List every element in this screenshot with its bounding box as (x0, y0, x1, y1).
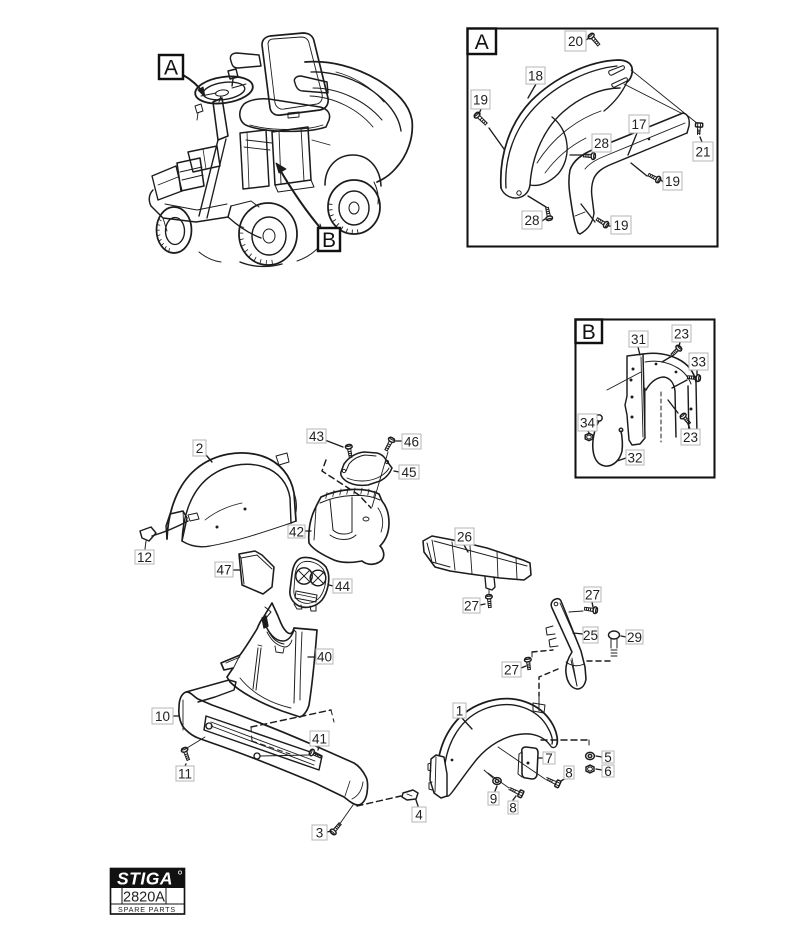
svg-text:23: 23 (683, 430, 698, 445)
svg-text:25: 25 (583, 628, 598, 643)
svg-text:19: 19 (613, 218, 628, 233)
svg-text:9: 9 (490, 791, 498, 806)
svg-text:28: 28 (594, 136, 609, 151)
svg-text:10: 10 (155, 709, 170, 724)
svg-text:8: 8 (565, 765, 573, 780)
svg-text:STIGA: STIGA (117, 869, 173, 889)
svg-text:43: 43 (309, 429, 324, 444)
svg-text:12: 12 (137, 550, 152, 565)
svg-text:7: 7 (545, 751, 553, 766)
svg-text:41: 41 (312, 731, 327, 746)
svg-text:27: 27 (504, 662, 519, 677)
svg-text:27: 27 (464, 598, 479, 613)
svg-text:21: 21 (695, 144, 710, 159)
svg-text:34: 34 (580, 415, 596, 430)
svg-text:8: 8 (509, 800, 517, 815)
svg-text:47: 47 (216, 562, 231, 577)
svg-text:2: 2 (196, 441, 204, 456)
svg-text:11: 11 (178, 766, 192, 781)
svg-text:19: 19 (665, 174, 680, 189)
svg-text:17: 17 (631, 117, 646, 132)
svg-text:26: 26 (457, 529, 472, 544)
svg-text:1: 1 (456, 703, 464, 718)
svg-text:A: A (164, 57, 178, 80)
svg-text:2820A: 2820A (123, 890, 165, 906)
svg-text:46: 46 (404, 434, 419, 449)
svg-text:32: 32 (627, 450, 642, 465)
svg-text:B: B (582, 321, 596, 344)
svg-text:29: 29 (627, 630, 642, 645)
svg-text:23: 23 (674, 326, 689, 341)
svg-text:SPARE PARTS: SPARE PARTS (118, 905, 176, 914)
svg-text:3: 3 (316, 825, 324, 840)
svg-text:27: 27 (585, 587, 600, 602)
svg-text:33: 33 (691, 354, 706, 369)
svg-text:5: 5 (604, 750, 612, 765)
svg-text:42: 42 (289, 524, 304, 539)
svg-text:18: 18 (528, 68, 543, 83)
svg-text:45: 45 (401, 465, 416, 480)
svg-text:31: 31 (631, 332, 646, 347)
svg-text:A: A (475, 31, 489, 54)
svg-text:6: 6 (604, 764, 612, 779)
svg-text:19: 19 (473, 92, 488, 107)
svg-text:B: B (322, 229, 336, 252)
svg-text:44: 44 (335, 579, 351, 594)
svg-text:4: 4 (415, 807, 423, 822)
svg-text:20: 20 (568, 34, 583, 49)
svg-text:28: 28 (524, 213, 539, 228)
svg-text:40: 40 (317, 649, 332, 664)
